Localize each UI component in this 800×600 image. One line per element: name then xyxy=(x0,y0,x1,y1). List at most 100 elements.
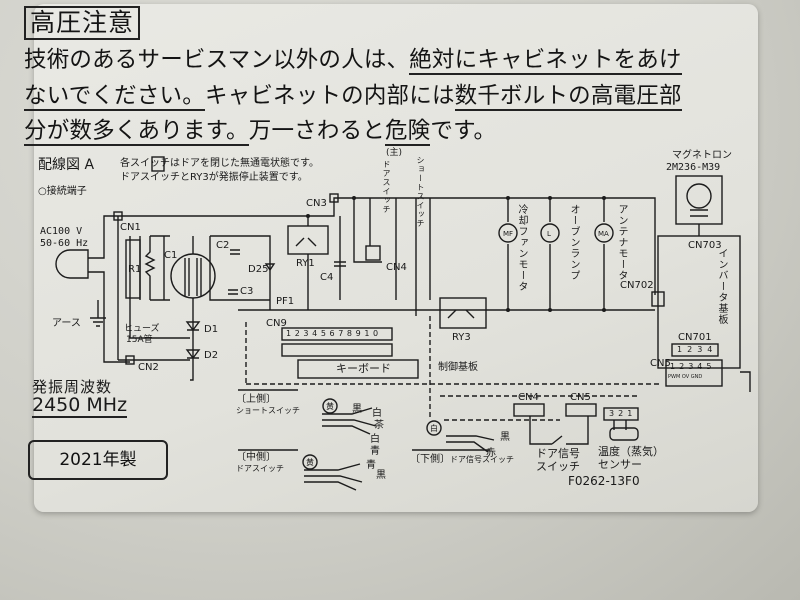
earth-symbol xyxy=(90,300,106,327)
label-cn2: CN2 xyxy=(138,362,159,373)
main-switch-label: (主) xyxy=(386,148,403,158)
fan-motor-label: 冷却ファンモータ xyxy=(516,204,527,292)
wire-white-2: 白 xyxy=(370,434,380,445)
resistor-r1 xyxy=(144,236,156,300)
wire-c2-c3 xyxy=(209,235,271,301)
wire-cn1 xyxy=(117,216,190,361)
fuse-rating: 15A管 xyxy=(126,335,153,345)
label-cn5: CN5 xyxy=(650,358,671,369)
wire-yellow-1: 黄 xyxy=(326,402,334,411)
cn5-pins: 12345 xyxy=(670,362,716,371)
earth-label: アース xyxy=(52,318,81,329)
cn701-pins: 1234 xyxy=(677,345,718,354)
label-cn5-lower: CN5 xyxy=(570,392,591,403)
oven-lamp-label: オーブンランプ xyxy=(568,204,579,281)
warning-line-1: 技術のあるサービスマン以外の人は、絶対にキャビネットをあけ xyxy=(24,47,682,75)
upper-switch-label: 〔上側〕ショートスイッチ xyxy=(236,394,300,415)
wire-top-bus xyxy=(118,197,656,295)
temp-sensor-label-1: 温度（蒸気） xyxy=(598,445,664,458)
diode-d2 xyxy=(185,349,201,360)
label-cn3: CN3 xyxy=(306,198,327,209)
transformer xyxy=(170,253,216,299)
door-signal-switch-label-2: スイッチ xyxy=(536,460,580,473)
label-code: F0262-13F0 xyxy=(568,474,640,488)
temp-sensor-label-2: センサー xyxy=(598,458,642,471)
cap-c3 xyxy=(228,289,238,295)
wire-brown-1: 茶 xyxy=(374,420,384,431)
wire-black-2: 黒 xyxy=(376,470,386,481)
ac-frequency-label: 50-60 Hz xyxy=(40,238,89,249)
label-d2: D2 xyxy=(204,350,219,361)
connector-cn9 xyxy=(281,327,393,341)
keyboard-box xyxy=(297,359,419,379)
label-cn1: CN1 xyxy=(120,222,141,233)
connector-cn5 xyxy=(665,359,723,387)
wire-ac-neutral xyxy=(88,271,130,363)
wire-r1 xyxy=(150,235,170,301)
wire-fuse-loop xyxy=(129,236,190,339)
diode-d25 xyxy=(264,263,276,272)
mf-label: MF xyxy=(503,230,514,238)
antenna-motor-symbol xyxy=(594,223,614,243)
terminal-cn3 xyxy=(329,193,339,203)
door-signal-switch-label-1: ドア信号 xyxy=(536,447,580,460)
label-cn9: CN9 xyxy=(266,318,287,329)
wire-diodes xyxy=(190,320,194,381)
middle-switch-symbol xyxy=(302,454,318,470)
lamp-label: L xyxy=(547,230,551,238)
wire-blue-2: 青 xyxy=(366,460,376,471)
note-2: ドアスイッチとRY3が発振停止装置です。 xyxy=(120,172,308,183)
label-c2: C2 xyxy=(216,240,230,251)
upper-switch-symbol xyxy=(322,398,338,414)
magnetron-body xyxy=(675,175,723,225)
relay-ry3 xyxy=(439,297,487,329)
lower-switch-label: 〔下側〕ドア信号スイッチ xyxy=(410,454,514,465)
control-board-label: 制御基板 xyxy=(438,362,478,373)
lower-switch-symbol xyxy=(426,420,442,436)
warning-line-2: ないでください。キャビネットの内部には数千ボルトの高電圧部 xyxy=(24,83,682,111)
terminal-cn1 xyxy=(113,211,123,221)
wire-cn4 xyxy=(353,198,382,263)
wire-black-1: 黒 xyxy=(352,404,362,415)
manufacture-year: 2021年製 xyxy=(28,440,168,480)
terminal-note: ○接続端子 xyxy=(38,186,87,197)
label-ry3: RY3 xyxy=(452,332,471,343)
label-cn4-lower: CN4 xyxy=(518,392,539,403)
label-cn703: CN703 xyxy=(688,240,722,251)
door-switch-label: ドアスイッチ xyxy=(382,160,391,214)
wire-black-3: 黒 xyxy=(500,432,510,443)
label-c3: C3 xyxy=(240,286,254,297)
ma-label: MA xyxy=(598,230,609,238)
lamp-symbol xyxy=(540,223,560,243)
wire-blue-1: 青 xyxy=(370,446,380,457)
label-cn4: CN4 xyxy=(386,262,407,273)
cn5-subtitle: PWM OV GND xyxy=(668,374,703,380)
wire-ac-live xyxy=(88,215,118,259)
magnetron-model: 2M236-M39 xyxy=(666,162,721,173)
sensor-connector xyxy=(603,407,639,421)
label-pf1: PF1 xyxy=(276,296,295,307)
short-switch-label: ショートスイッチ xyxy=(416,156,425,228)
label-r1: R1 xyxy=(128,264,142,275)
wire-red-1: 赤 xyxy=(486,448,496,459)
sensor-pins: 321 xyxy=(609,409,637,418)
ac-plug xyxy=(55,249,89,279)
label-c4: C4 xyxy=(320,272,334,283)
diagram-title-box xyxy=(151,156,165,172)
terminal-cn2 xyxy=(125,355,135,365)
connector-cn701 xyxy=(671,343,719,357)
oscillation-frequency-value: 2450 MHz xyxy=(32,394,128,418)
cn9-pins: 12345678910 xyxy=(286,329,382,338)
oscillation-frequency-title: 発振周波数 xyxy=(32,378,113,396)
keyboard-label: キーボード xyxy=(336,362,391,375)
note-1: 各スイッチはドアを閉じた無通電状態です。 xyxy=(120,158,319,169)
label-d25: D25 xyxy=(248,264,269,275)
antenna-motor-label: アンテナモータ xyxy=(616,204,627,281)
cap-c4 xyxy=(334,216,346,300)
connector-cn4-lower xyxy=(513,403,545,417)
control-board-boundary xyxy=(245,316,660,421)
middle-switch-label: 〔中側〕ドアスイッチ xyxy=(236,452,284,473)
diode-d1 xyxy=(185,321,201,332)
label-c1: C1 xyxy=(164,250,178,261)
